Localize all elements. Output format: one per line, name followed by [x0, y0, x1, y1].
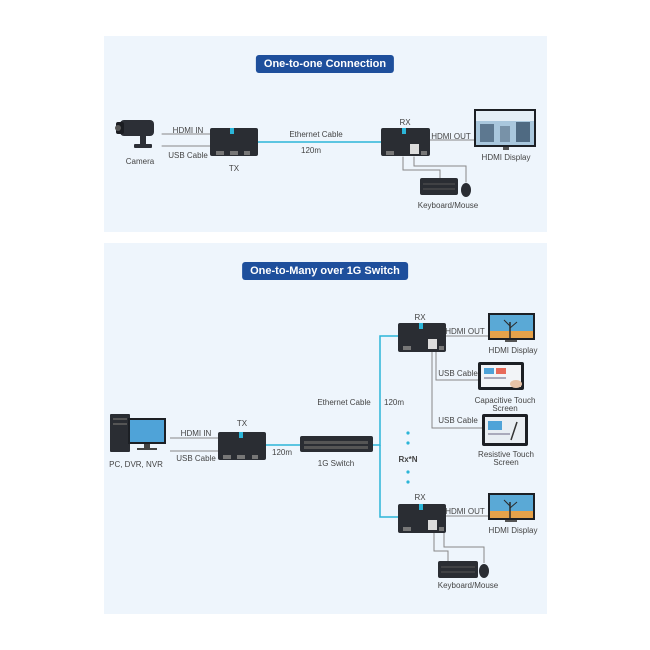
camera-icon — [115, 120, 154, 148]
p2-usb-b-cable — [431, 352, 482, 429]
p2-hdmi-out-top-label: HDMI OUT — [445, 327, 485, 336]
capacitive-touch-screen-icon — [478, 362, 524, 390]
p2-eth-to-rx-top — [373, 335, 398, 446]
p2-rx-top-device-icon — [398, 323, 446, 352]
p2-display-bottom-icon — [488, 493, 535, 522]
resistive-touch-screen-icon — [482, 414, 528, 446]
capacitive-label-2: Screen — [492, 404, 518, 413]
rxn-dot-3 — [406, 470, 410, 474]
p1-kb-cable-1 — [402, 156, 441, 179]
camera-label: Camera — [125, 157, 155, 166]
p2-display-bottom-label: HDMI Display — [488, 526, 538, 535]
p1-rx-device-icon — [381, 128, 430, 156]
p2-usb-a-cable — [435, 352, 478, 381]
one-to-many-title: One-to-Many over 1G Switch — [242, 262, 408, 280]
resistive-label-1: Resistive Touch — [478, 450, 534, 459]
p1-rx-label: RX — [399, 118, 411, 127]
p2-tx-device-icon — [218, 432, 266, 460]
p2-usb-cable-a-label: USB Cable — [438, 369, 478, 378]
p1-usb-cable-label: USB Cable — [168, 151, 208, 160]
p1-ethernet-label: Ethernet Cable — [289, 130, 343, 139]
p1-tx-label: TX — [228, 164, 240, 173]
p2-hdmi-in-label: HDMI IN — [180, 429, 212, 438]
p2-rx-bottom-label: RX — [414, 493, 426, 502]
switch-label: 1G Switch — [317, 459, 355, 468]
p1-cables — [161, 133, 475, 183]
p2-kb-cable-2 — [443, 533, 485, 563]
p1-distance-label: 120m — [300, 146, 322, 155]
p1-hdmi-in-label: HDMI IN — [172, 126, 204, 135]
pc-monitor-icon — [110, 414, 166, 452]
source-label: PC, DVR, NVR — [109, 460, 163, 469]
p2-eth-to-rx-bottom — [379, 445, 398, 518]
p2-cables — [170, 335, 488, 563]
p2-distance-tx-label: 120m — [271, 448, 293, 457]
p1-keyboard-label: Keyboard/Mouse — [417, 201, 479, 210]
gigabit-switch-icon — [300, 436, 373, 452]
rxn-dot-1 — [406, 431, 410, 435]
p1-display-label: HDMI Display — [481, 153, 531, 162]
p1-hdmi-out-label: HDMI OUT — [431, 132, 471, 141]
p2-keyboard-label: Keyboard/Mouse — [437, 581, 499, 590]
p2-kb-cable-1 — [433, 533, 449, 561]
p2-rx-bottom-device-icon — [398, 504, 446, 533]
p1-keyboard-mouse-icon — [420, 178, 471, 197]
one-to-one-title: One-to-one Connection — [255, 55, 395, 73]
p2-keyboard-mouse-icon — [438, 561, 489, 578]
p1-tx-device-icon — [210, 128, 258, 156]
p2-tx-label: TX — [236, 419, 248, 428]
p2-ethernet-label: Ethernet Cable — [317, 398, 371, 407]
p2-usb-cable-label: USB Cable — [176, 454, 216, 463]
p1-hdmi-display-icon — [474, 109, 536, 150]
rxn-dot-2 — [406, 441, 410, 445]
p1-kb-cable-2 — [413, 156, 467, 183]
p2-distance-label: 120m — [383, 398, 405, 407]
p2-display-top-label: HDMI Display — [488, 346, 538, 355]
p2-usb-cable-b-label: USB Cable — [438, 416, 478, 425]
p2-hdmi-out-bottom-label: HDMI OUT — [445, 507, 485, 516]
rxn-dot-4 — [406, 480, 410, 484]
rxn-label: Rx*N — [398, 455, 418, 464]
capacitive-label-1: Capacitive Touch — [474, 396, 536, 405]
p2-rx-top-label: RX — [414, 313, 426, 322]
resistive-label-2: Screen — [493, 458, 519, 467]
p2-display-top-icon — [488, 313, 535, 342]
